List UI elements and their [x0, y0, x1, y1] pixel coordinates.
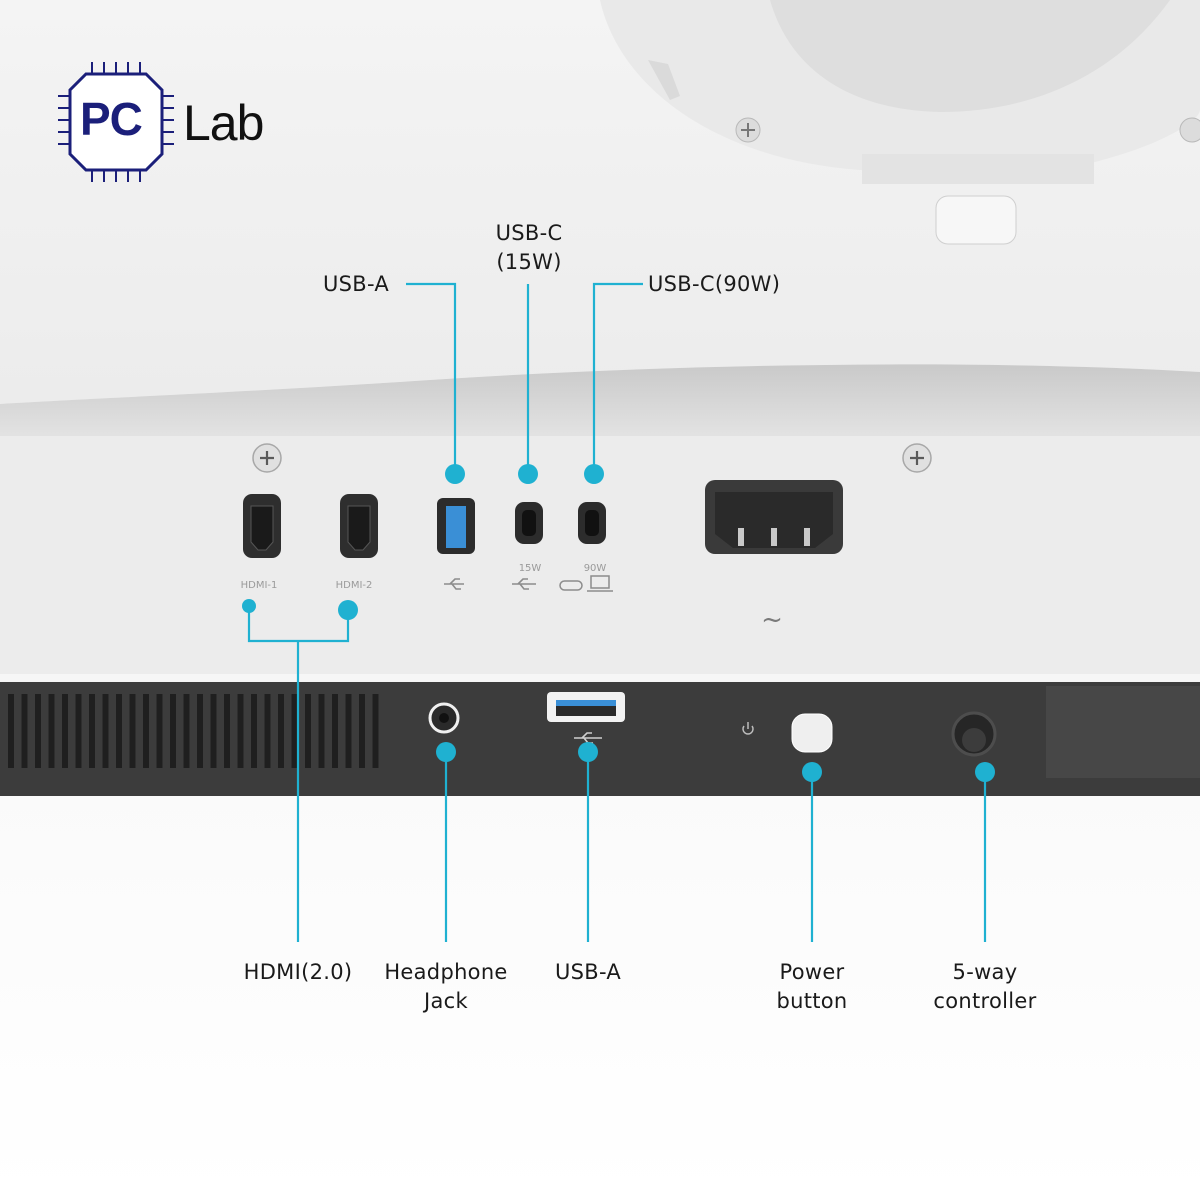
vent-slot [372, 694, 379, 768]
label-headphone-jack: Headphone Jack [384, 960, 508, 1013]
logo-pc-text: PC [80, 93, 143, 145]
plus-screw-icon [252, 443, 282, 473]
stand-mount [600, 0, 1200, 245]
hdmi-port-1 [243, 494, 281, 558]
vent-slot [291, 694, 298, 768]
vent-slot [116, 694, 122, 768]
label-usb-c-15w: USB-C (15W) [495, 221, 563, 274]
usb-a-port-bottom [547, 692, 625, 722]
callout-dots [242, 464, 995, 782]
vent-slot [62, 694, 68, 768]
label-hdmi: HDMI(2.0) [243, 960, 353, 984]
vent-slot [156, 694, 163, 768]
vent-slot [359, 694, 365, 768]
vent-slot [224, 694, 230, 768]
vent-slot [305, 694, 311, 768]
vent-slot [210, 694, 217, 768]
vent-slot [102, 694, 109, 768]
label-usb-a-rear: USB-A [322, 272, 390, 296]
vent-slot [8, 694, 14, 768]
vent-slot [89, 694, 95, 768]
callout-lines [247, 282, 987, 942]
bezel-block [1046, 686, 1200, 778]
power-button[interactable] [791, 713, 833, 753]
hdmi1-marking: HDMI-1 [241, 580, 278, 591]
vent-slot [129, 694, 136, 768]
chip-icon [58, 62, 174, 182]
vent-slot [278, 694, 284, 768]
panel-edge [0, 674, 1200, 682]
label-power-button: Power button [776, 960, 848, 1013]
ac-power-inlet [705, 480, 843, 554]
usb-c-port-15w [515, 502, 543, 544]
vent-slot [183, 694, 190, 768]
usb-trident-icon [512, 578, 536, 590]
vent-slot [197, 694, 203, 768]
label-usb-c-90w: USB-C(90W) [648, 272, 781, 296]
vent-slot [237, 694, 244, 768]
ac-symbol: ~ [761, 605, 783, 635]
vent-slot [143, 694, 149, 768]
vent-slot [251, 694, 257, 768]
vent-slot [75, 694, 82, 768]
vent-slot [35, 694, 41, 768]
vent-slot [170, 694, 176, 768]
five-way-controller[interactable] [951, 711, 997, 757]
usb-c-port-90w [578, 502, 606, 544]
usbc15-marking: 15W [519, 563, 542, 574]
headphone-jack [428, 702, 460, 734]
monitor-shadow-band [0, 364, 1200, 440]
hdmi-port-2 [340, 494, 378, 558]
plus-screw-icon [902, 443, 932, 473]
vent-slot [21, 694, 28, 768]
laptop-icon [587, 575, 613, 592]
vent-slot [264, 694, 271, 768]
label-usb-a-bottom: USB-A [554, 960, 622, 984]
usb-c-icon [559, 580, 583, 591]
usb-a-port-rear [437, 498, 475, 554]
label-5-way-controller: 5-way controller [933, 960, 1037, 1013]
power-icon [742, 722, 754, 735]
vent-slot [345, 694, 352, 768]
hdmi2-marking: HDMI-2 [336, 580, 373, 591]
vent-grille [8, 694, 379, 768]
logo-lab-text: Lab [183, 95, 264, 151]
usbc90-marking: 90W [584, 563, 607, 574]
pclab-logo: PC Lab [58, 62, 298, 184]
vent-slot [332, 694, 338, 768]
vent-slot [318, 694, 325, 768]
vent-slot [48, 694, 55, 768]
usb-trident-icon [444, 578, 464, 590]
